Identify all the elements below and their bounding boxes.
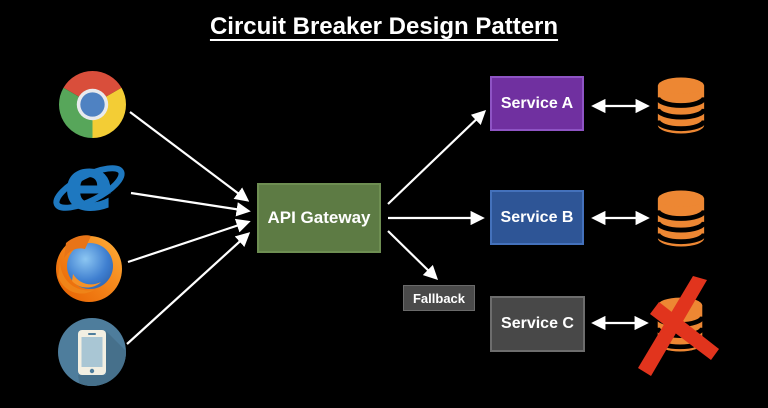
database-b-icon bbox=[654, 187, 708, 251]
service-b-label: Service B bbox=[500, 208, 574, 226]
service-a-label: Service A bbox=[500, 94, 574, 112]
mobile-phone-icon bbox=[57, 317, 127, 387]
firefox-browser-icon bbox=[53, 234, 125, 304]
fallback-label: Fallback bbox=[412, 290, 466, 306]
chrome-browser-icon bbox=[57, 69, 128, 140]
service-c-label: Service C bbox=[501, 315, 574, 332]
arrow-gateway-to-fallback bbox=[387, 230, 439, 281]
api-gateway-box: API Gateway bbox=[257, 183, 381, 253]
page-title: Circuit Breaker Design Pattern bbox=[0, 13, 768, 41]
api-gateway-label: API Gateway bbox=[267, 208, 371, 227]
page-title-text: Circuit Breaker Design Pattern bbox=[209, 13, 559, 40]
arrow-gateway-to-service-a bbox=[387, 110, 487, 205]
arrow-mobile-to-gateway bbox=[126, 232, 251, 345]
fallback-box: Fallback bbox=[403, 285, 475, 311]
arrow-chrome-to-gateway bbox=[129, 111, 250, 202]
arrow-firefox-to-gateway bbox=[127, 218, 251, 264]
service-c-box: Service C bbox=[490, 296, 585, 352]
arrow-ie-to-gateway bbox=[130, 191, 251, 217]
service-b-box: Service B bbox=[490, 190, 584, 245]
internet-explorer-browser-icon: e bbox=[50, 150, 128, 224]
database-a-icon bbox=[654, 74, 708, 138]
service-a-box: Service A bbox=[490, 76, 584, 131]
failure-x-icon bbox=[636, 276, 722, 378]
